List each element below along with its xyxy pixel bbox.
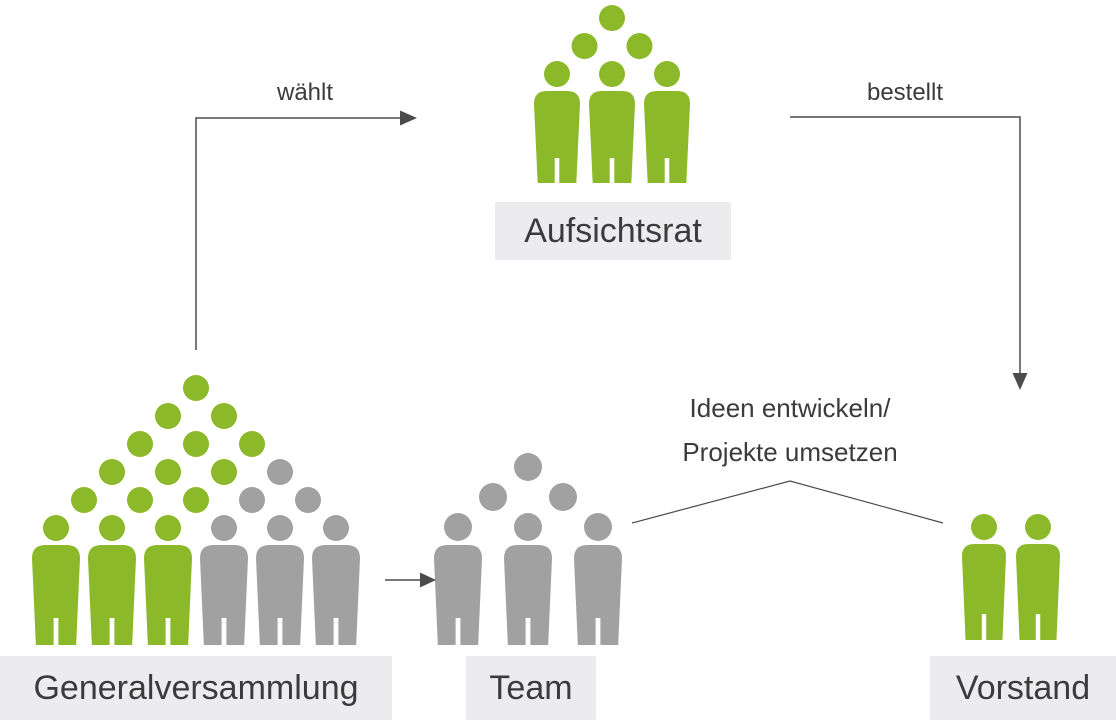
person-head-icon xyxy=(239,487,265,513)
idea-annotation-line2: Projekte umsetzen xyxy=(682,437,898,467)
person-head-icon xyxy=(571,33,598,59)
person-body-icon xyxy=(312,545,360,645)
person-head-icon xyxy=(584,513,612,541)
person-head-icon xyxy=(654,61,680,87)
person-body-icon xyxy=(574,545,622,645)
team-arrowhead xyxy=(420,572,436,588)
person-head-icon xyxy=(295,487,321,513)
team-people-icon xyxy=(434,453,622,645)
label-generalversammlung: Generalversammlung xyxy=(0,656,392,720)
person-head-icon xyxy=(239,431,265,457)
label-team-text: Team xyxy=(489,668,573,707)
person-body-icon xyxy=(534,91,580,183)
person-head-icon xyxy=(479,483,507,511)
label-aufsichtsrat-text: Aufsichtsrat xyxy=(524,211,702,250)
person-head-icon xyxy=(1025,514,1051,540)
person-head-icon xyxy=(99,459,125,485)
person-head-icon xyxy=(211,515,237,541)
person-head-icon xyxy=(211,403,237,429)
person-head-icon xyxy=(211,459,237,485)
arrow-layer xyxy=(195,110,1028,588)
person-head-icon xyxy=(183,487,209,513)
person-head-icon xyxy=(549,483,577,511)
person-head-icon xyxy=(514,513,542,541)
person-head-icon xyxy=(514,453,542,481)
label-team: Team xyxy=(466,656,596,720)
person-head-icon xyxy=(183,431,209,457)
person-head-icon xyxy=(267,515,293,541)
person-body-icon xyxy=(1016,544,1060,640)
bestellt-arrowhead xyxy=(1012,373,1028,390)
label-vorstand-text: Vorstand xyxy=(955,668,1091,707)
person-head-icon xyxy=(323,515,349,541)
person-head-icon xyxy=(599,61,625,87)
person-body-icon xyxy=(589,91,635,183)
person-body-icon xyxy=(644,91,690,183)
person-head-icon xyxy=(626,33,653,59)
bestellt-label: bestellt xyxy=(866,79,944,106)
person-body-icon xyxy=(32,545,80,645)
person-head-icon xyxy=(183,375,209,401)
bestellt-arrow-line xyxy=(790,116,1021,374)
person-body-icon xyxy=(200,545,248,645)
person-head-icon xyxy=(99,515,125,541)
person-body-icon xyxy=(504,545,552,645)
waehlt-label: wählt xyxy=(276,79,334,106)
person-head-icon xyxy=(971,514,997,540)
person-head-icon xyxy=(544,61,570,87)
person-head-icon xyxy=(71,487,97,513)
waehlt-arrow-line xyxy=(195,117,402,350)
person-head-icon xyxy=(267,459,293,485)
person-head-icon xyxy=(444,513,472,541)
waehlt-arrowhead xyxy=(400,110,417,126)
people-layer xyxy=(32,5,1060,645)
aufsichtsrat-people-icon xyxy=(534,5,690,183)
idea-connector-line xyxy=(631,480,944,524)
idea-annotation: Ideen entwickeln/ Projekte umsetzen xyxy=(640,386,940,474)
person-head-icon xyxy=(127,487,153,513)
person-body-icon xyxy=(962,544,1006,640)
person-head-icon xyxy=(127,431,153,457)
label-aufsichtsrat: Aufsichtsrat xyxy=(495,202,731,260)
idea-annotation-line1: Ideen entwickeln/ xyxy=(689,393,891,423)
person-body-icon xyxy=(434,545,482,645)
label-vorstand: Vorstand xyxy=(930,656,1116,720)
person-head-icon xyxy=(155,515,181,541)
person-head-icon xyxy=(155,459,181,485)
person-body-icon xyxy=(256,545,304,645)
person-head-icon xyxy=(155,403,181,429)
person-body-icon xyxy=(144,545,192,645)
person-head-icon xyxy=(599,5,625,31)
label-generalversammlung-text: Generalversammlung xyxy=(33,668,359,707)
generalversammlung-people-icon xyxy=(32,375,360,645)
person-body-icon xyxy=(88,545,136,645)
person-head-icon xyxy=(43,515,69,541)
vorstand-people-icon xyxy=(962,514,1060,640)
